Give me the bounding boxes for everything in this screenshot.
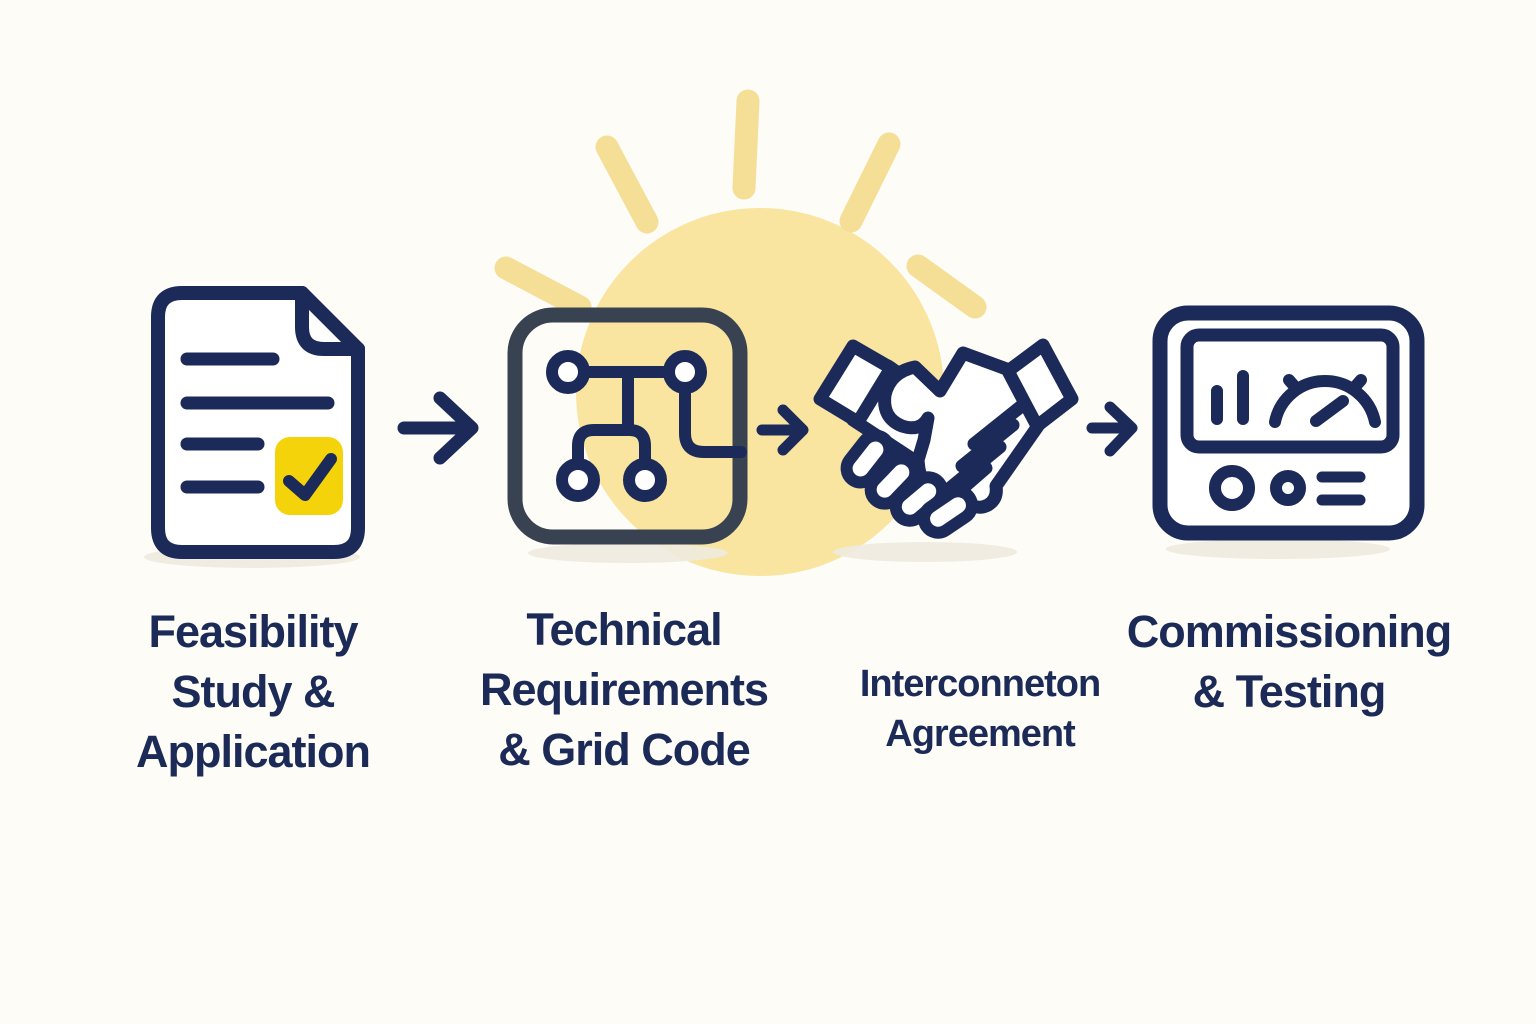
meter-bars bbox=[1211, 370, 1249, 425]
sun-ray-top bbox=[732, 89, 760, 200]
right-cuff bbox=[1001, 338, 1079, 433]
label-line: & Testing bbox=[1192, 666, 1387, 717]
arrow-right-icon bbox=[397, 391, 479, 465]
document-check-icon bbox=[151, 286, 365, 559]
gauge-icon bbox=[1269, 374, 1381, 428]
label-line: Commissioning bbox=[1126, 606, 1453, 657]
circuit-node bbox=[546, 350, 590, 394]
shadow bbox=[528, 543, 728, 563]
document-text-lines bbox=[180, 352, 335, 494]
label-line: Interconneton bbox=[859, 663, 1101, 705]
circuit-node bbox=[623, 458, 667, 502]
meter-setting-lines bbox=[1316, 471, 1366, 506]
shadow bbox=[1166, 539, 1390, 559]
arrow-right-icon bbox=[756, 404, 809, 456]
handshake-icon bbox=[813, 338, 1079, 539]
sun-ray-left bbox=[494, 256, 592, 319]
circuit-node bbox=[556, 458, 600, 502]
circuit-trace bbox=[679, 382, 747, 458]
circuit-trace bbox=[572, 424, 651, 470]
label-line: Requirements bbox=[479, 664, 769, 715]
label-line: Technical bbox=[526, 604, 722, 655]
label-line: Feasibility bbox=[148, 606, 358, 657]
check-square bbox=[275, 437, 343, 515]
gauge-needle bbox=[1310, 395, 1349, 427]
meter-icon bbox=[1152, 305, 1425, 541]
label-line: Application bbox=[136, 726, 371, 777]
step-label-commissioning: Commissioning & Testing bbox=[1099, 602, 1479, 722]
meter-knobs bbox=[1209, 465, 1306, 511]
step-label-feasibility: Feasibility Study & Application bbox=[73, 602, 433, 782]
circuit-node bbox=[663, 350, 707, 394]
sun-ray-right bbox=[906, 254, 987, 319]
ground-shadows bbox=[144, 539, 1390, 568]
label-line: & Grid Code bbox=[498, 724, 751, 775]
left-cuff bbox=[813, 339, 898, 429]
circuit-icon bbox=[507, 307, 748, 545]
left-knuckles bbox=[840, 429, 978, 539]
label-line: Study & bbox=[171, 666, 335, 717]
checkmark-icon bbox=[283, 453, 337, 501]
step-label-interconnection: Interconneton Agreement bbox=[810, 659, 1150, 759]
step-label-technical: Technical Requirements & Grid Code bbox=[444, 600, 804, 780]
sun-ray-upper-right bbox=[839, 132, 901, 233]
sun-ray-upper-left bbox=[595, 135, 659, 234]
shadow bbox=[833, 542, 1017, 562]
folded-corner bbox=[295, 286, 365, 356]
label-line: Agreement bbox=[885, 713, 1076, 755]
arrow-right-icon bbox=[1086, 401, 1138, 457]
